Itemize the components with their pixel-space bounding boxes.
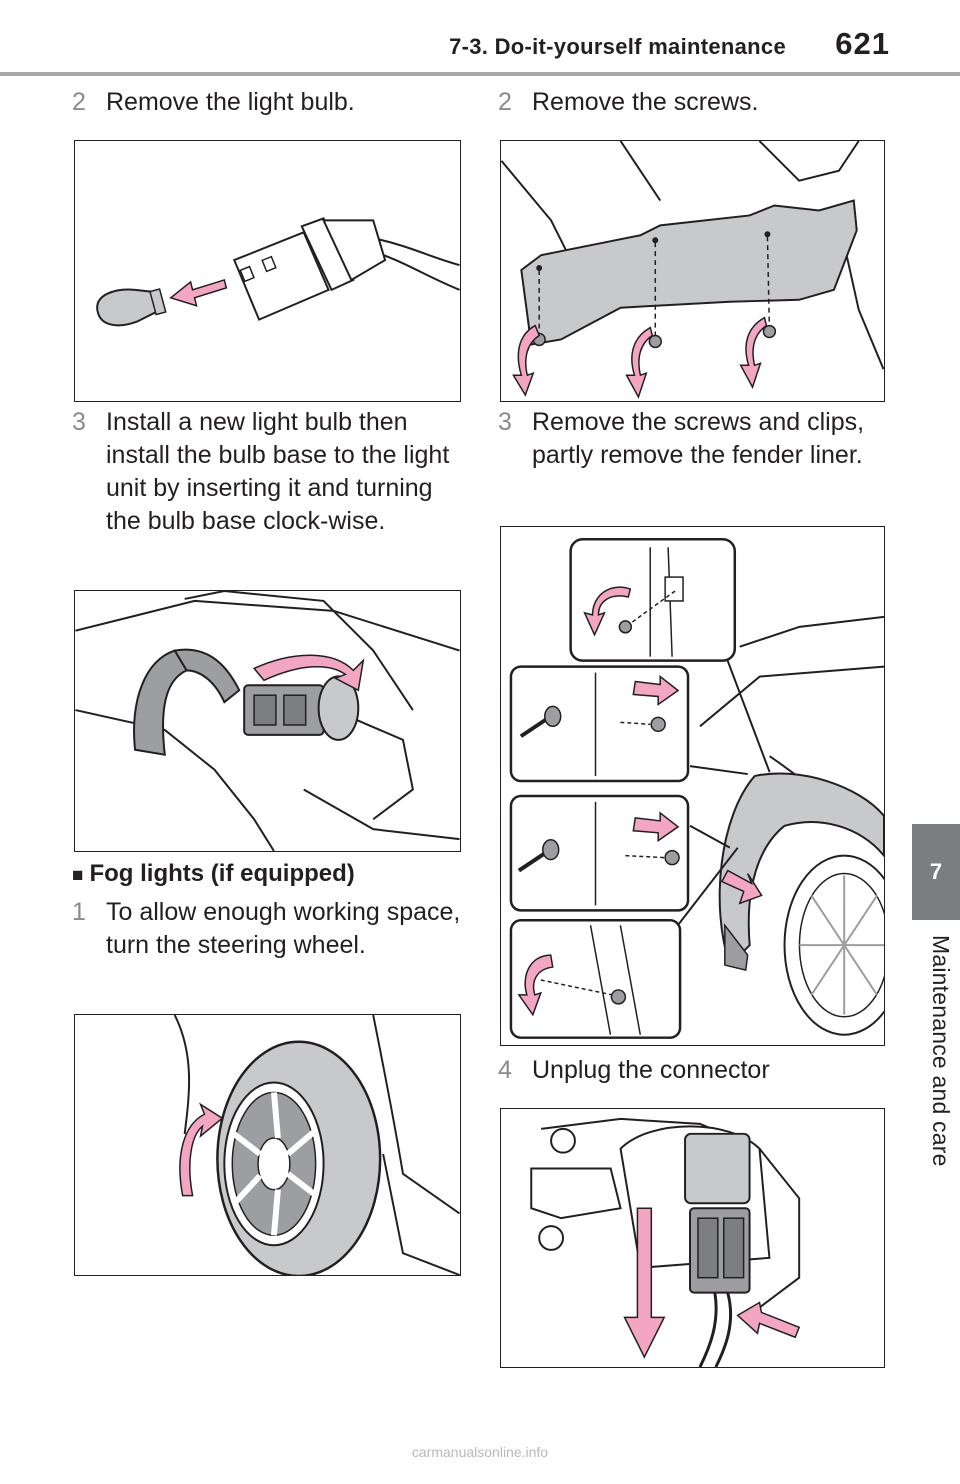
step-fender-liner: 3 Remove the screws and clips, partly re… [498,406,898,472]
heading-marker: ■ [72,865,84,886]
step-text: Unplug the connector [532,1056,770,1084]
step-number: 4 [498,1056,512,1084]
bulb-removal-illustration [96,217,460,327]
figure-fender-liner [500,526,885,1046]
step-text: Install a new light bulb then install th… [106,408,450,535]
step-install-bulb: 3 Install a new light bulb then install … [72,406,472,538]
step-text: Remove the screws. [532,88,759,116]
figure-turn-wheel [74,1014,461,1276]
wheel-turn-illustration [173,1015,460,1275]
step-number: 3 [498,408,512,436]
step-number: 2 [72,88,86,116]
step-text: Remove the light bulb. [106,88,355,116]
bulb-install-illustration [75,591,460,851]
fog-lights-heading: ■Fog lights (if equipped) [72,860,355,888]
figure-remove-bulb [74,140,461,402]
step-unplug: 4 Unplug the connector [498,1054,898,1087]
step-number: 2 [498,88,512,116]
page-number: 621 [835,26,890,61]
step-number: 1 [72,898,86,926]
step-text: Remove the screws and clips, partly remo… [532,408,865,469]
chapter-number: 7 [929,859,943,884]
heading-text: Fog lights (if equipped) [89,860,355,887]
figure-remove-screws [500,140,885,402]
step-text: To allow enough working space, turn the … [106,898,461,959]
figure-unplug-connector [500,1108,885,1368]
chapter-tab: 7 [912,824,960,920]
step-remove-screws: 2 Remove the screws. [498,86,898,119]
step-number: 3 [72,408,86,436]
undercover-screws-illustration [501,141,884,399]
connector-illustration [530,1117,801,1367]
header-rule [0,72,960,76]
footer-watermark: carmanualsonline.info [411,1444,549,1460]
fender-liner-illustration [509,538,884,1039]
step-turn-wheel: 1 To allow enough working space, turn th… [72,896,472,962]
chapter-title: Maintenance and care [928,935,954,1167]
step-remove-bulb: 2 Remove the light bulb. [72,86,472,119]
figure-install-bulb [74,590,461,852]
section-title: 7-3. Do-it-yourself maintenance [449,34,786,59]
